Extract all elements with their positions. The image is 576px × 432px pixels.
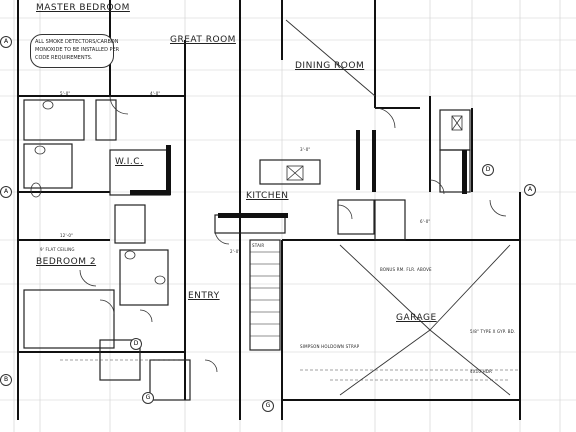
grid-tag-a-mid: A (0, 186, 12, 198)
dim-5: 6'-0" (420, 219, 431, 224)
exterior-walls (17, 0, 521, 420)
grid-tag-g-right: G (262, 400, 274, 412)
strap-note: SIMPSON HOLDOWN STRAP (300, 344, 360, 349)
smoke-detector-note: ALL SMOKE DETECTORS/CARBON MONOXIDE TO B… (30, 34, 119, 68)
grid-tag-g-left: G (142, 392, 154, 404)
stair-note: STAIR (252, 243, 265, 248)
plumbing-fixtures (30, 100, 463, 285)
dim-4: 2'-0" (230, 249, 241, 254)
room-kitchen: KITCHEN (246, 191, 289, 201)
interior-partitions (23, 99, 471, 401)
header-note: 4X10 HDR (470, 369, 493, 374)
grid-tag-d-left: D (130, 338, 142, 350)
room-bedroom-2: BEDROOM 2 (36, 257, 97, 267)
smoke-note-line-3: CODE REQUIREMENTS. (35, 55, 93, 61)
room-wic: W.I.C. (115, 157, 144, 167)
dim-3: 3'-0" (300, 147, 311, 152)
grid-tag-d-right: D (482, 164, 494, 176)
garage-bonus-note: BONUS RM. FLR. ABOVE (380, 267, 432, 272)
cabinet-walls (130, 130, 467, 218)
room-entry: ENTRY (188, 291, 220, 301)
garage-hip-lines (285, 19, 511, 396)
firewall-note: 5/8" TYPE X GYP. BD. (470, 329, 516, 334)
room-master-bedroom: MASTER BEDROOM (36, 3, 130, 13)
room-great-room: GREAT ROOM (170, 35, 236, 45)
ceiling-note: 9' FLAT CEILING (40, 247, 75, 252)
door-swings (79, 95, 507, 373)
dim-6: 12'-0" (60, 233, 74, 238)
room-garage: GARAGE (396, 313, 437, 323)
stair-treads (250, 251, 280, 337)
room-dining-room: DINING ROOM (295, 61, 365, 71)
grid-tag-a-right: A (524, 184, 536, 196)
smoke-note-line-1: ALL SMOKE DETECTORS/CARBON (35, 39, 119, 45)
smoke-note-line-2: MONOXIDE TO BE INSTALLED PER (35, 47, 120, 53)
grid-tag-b: B (0, 374, 12, 386)
grid-tag-a-top: A (0, 36, 12, 48)
dim-1: 5'-0" (60, 91, 71, 96)
dim-2: 4'-0" (150, 91, 161, 96)
dashed-lines (60, 359, 520, 381)
